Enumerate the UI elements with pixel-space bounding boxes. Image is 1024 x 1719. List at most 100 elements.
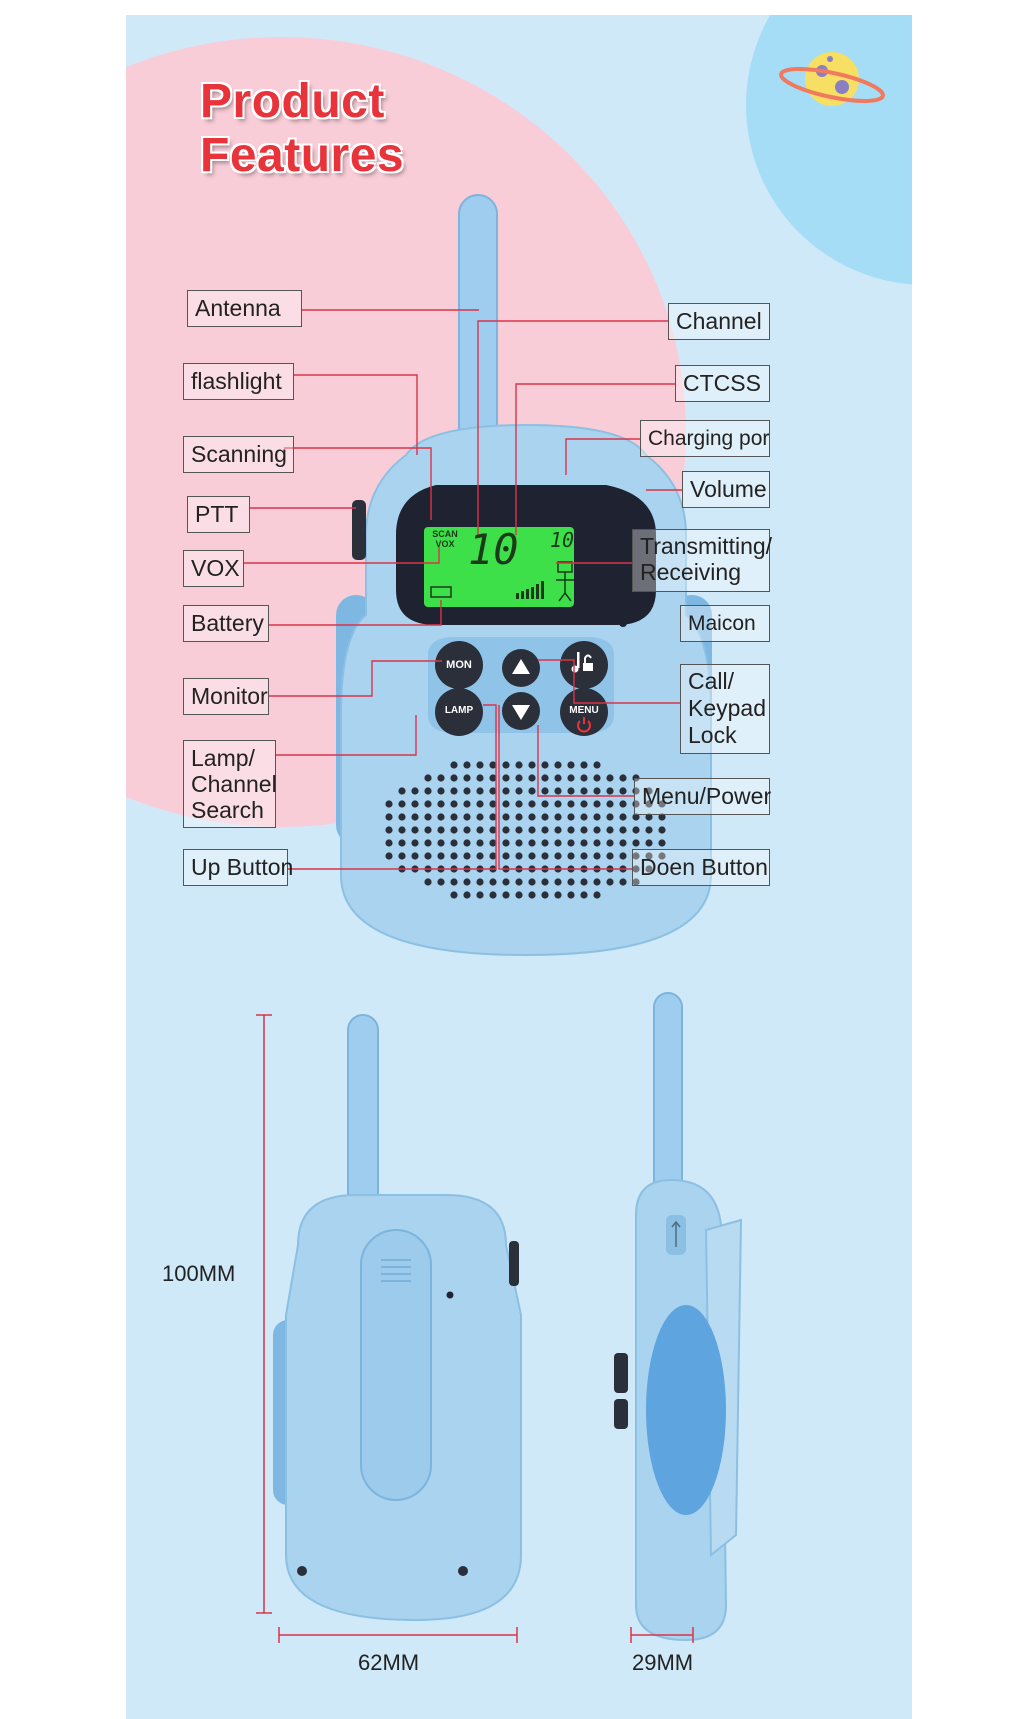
speaker-hole bbox=[437, 800, 445, 808]
speaker-hole bbox=[489, 852, 497, 860]
speaker-hole bbox=[398, 800, 406, 808]
speaker-hole bbox=[489, 891, 497, 899]
speaker-hole bbox=[554, 826, 562, 834]
speaker-hole bbox=[515, 813, 523, 821]
speaker-hole bbox=[515, 787, 523, 795]
dimension-depth: 29MM bbox=[632, 1650, 694, 1675]
label-call-line-1: Call/ bbox=[688, 668, 735, 694]
speaker-hole bbox=[502, 878, 510, 886]
down-arrow-icon bbox=[512, 705, 530, 720]
speaker-hole bbox=[541, 839, 549, 847]
speaker-hole bbox=[515, 774, 523, 782]
speaker-hole bbox=[385, 839, 393, 847]
speaker-hole bbox=[541, 813, 549, 821]
speaker-hole bbox=[489, 839, 497, 847]
speaker-hole bbox=[528, 800, 536, 808]
dimension-lines bbox=[256, 1014, 694, 1643]
speaker-hole bbox=[502, 787, 510, 795]
speaker-hole bbox=[593, 839, 601, 847]
speaker-hole bbox=[541, 852, 549, 860]
lcd-scan-text: SCAN bbox=[432, 529, 458, 539]
label-tx-line-1: Transmitting/ bbox=[640, 533, 773, 559]
speaker-hole bbox=[567, 800, 575, 808]
speaker-hole bbox=[580, 800, 588, 808]
speaker-hole bbox=[606, 774, 614, 782]
speaker-hole bbox=[554, 787, 562, 795]
speaker-hole bbox=[476, 878, 484, 886]
illustration-layer bbox=[244, 52, 885, 1643]
speaker-hole bbox=[658, 852, 666, 860]
speaker-hole bbox=[528, 761, 536, 769]
speaker-hole bbox=[580, 813, 588, 821]
speaker-hole bbox=[411, 839, 419, 847]
speaker-hole bbox=[580, 787, 588, 795]
speaker-hole bbox=[515, 800, 523, 808]
speaker-hole bbox=[398, 787, 406, 795]
label-down-button: Doen Button bbox=[632, 849, 770, 886]
label-vox: VOX bbox=[183, 550, 244, 587]
speaker-hole bbox=[398, 813, 406, 821]
speaker-hole bbox=[450, 761, 458, 769]
speaker-hole bbox=[437, 878, 445, 886]
speaker-hole bbox=[476, 826, 484, 834]
speaker-hole bbox=[450, 774, 458, 782]
label-flashlight: flashlight bbox=[183, 363, 294, 400]
speaker-hole bbox=[593, 852, 601, 860]
speaker-hole bbox=[411, 800, 419, 808]
speaker-hole bbox=[450, 826, 458, 834]
speaker-hole bbox=[567, 852, 575, 860]
speaker-hole bbox=[424, 813, 432, 821]
speaker-hole bbox=[580, 774, 588, 782]
speaker-hole bbox=[424, 774, 432, 782]
label-battery: Battery bbox=[183, 605, 269, 642]
speaker-hole bbox=[658, 813, 666, 821]
speaker-hole bbox=[437, 852, 445, 860]
speaker-hole bbox=[502, 800, 510, 808]
speaker-hole bbox=[645, 787, 653, 795]
speaker-hole bbox=[515, 761, 523, 769]
speaker-hole bbox=[411, 813, 419, 821]
speaker-hole bbox=[541, 761, 549, 769]
speaker-hole bbox=[632, 878, 640, 886]
speaker-hole bbox=[528, 813, 536, 821]
speaker-hole bbox=[606, 800, 614, 808]
lamp-button-label: LAMP bbox=[444, 705, 474, 716]
speaker-hole bbox=[385, 800, 393, 808]
speaker-hole bbox=[528, 852, 536, 860]
speaker-hole bbox=[385, 813, 393, 821]
usb-icon bbox=[671, 1220, 681, 1247]
speaker-hole bbox=[463, 813, 471, 821]
walkie-front-device bbox=[336, 194, 712, 957]
speaker-hole bbox=[476, 852, 484, 860]
speaker-hole bbox=[424, 852, 432, 860]
speaker-hole bbox=[593, 813, 601, 821]
dimension-height: 100MM bbox=[162, 1261, 236, 1286]
speaker-hole bbox=[606, 878, 614, 886]
speaker-hole bbox=[450, 852, 458, 860]
speaker-hole bbox=[398, 839, 406, 847]
speaker-hole bbox=[554, 800, 562, 808]
speaker-hole bbox=[580, 839, 588, 847]
label-menu-power: Menu/Power bbox=[634, 778, 771, 815]
speaker-hole bbox=[424, 800, 432, 808]
speaker-hole bbox=[437, 839, 445, 847]
speaker-hole bbox=[554, 878, 562, 886]
product-features-canvas: SCAN VOX 10 10 MON LAMP MENU Product Fea… bbox=[126, 15, 912, 1719]
speaker-hole bbox=[476, 813, 484, 821]
speaker-hole bbox=[580, 852, 588, 860]
title-line-1: Product bbox=[200, 75, 385, 128]
label-lamp-line-2: Channel bbox=[191, 771, 277, 797]
speaker-hole bbox=[463, 800, 471, 808]
speaker-hole bbox=[645, 865, 653, 873]
label-ctcss: CTCSS bbox=[675, 365, 770, 402]
speaker-hole bbox=[619, 826, 627, 834]
speaker-hole bbox=[606, 826, 614, 834]
speaker-hole bbox=[489, 787, 497, 795]
speaker-hole bbox=[463, 839, 471, 847]
speaker-hole bbox=[632, 826, 640, 834]
label-antenna: Antenna bbox=[187, 290, 302, 327]
speaker-hole bbox=[541, 826, 549, 834]
lcd-big-channel: 10 bbox=[468, 525, 519, 574]
speaker-hole bbox=[541, 891, 549, 899]
speaker-hole bbox=[580, 891, 588, 899]
